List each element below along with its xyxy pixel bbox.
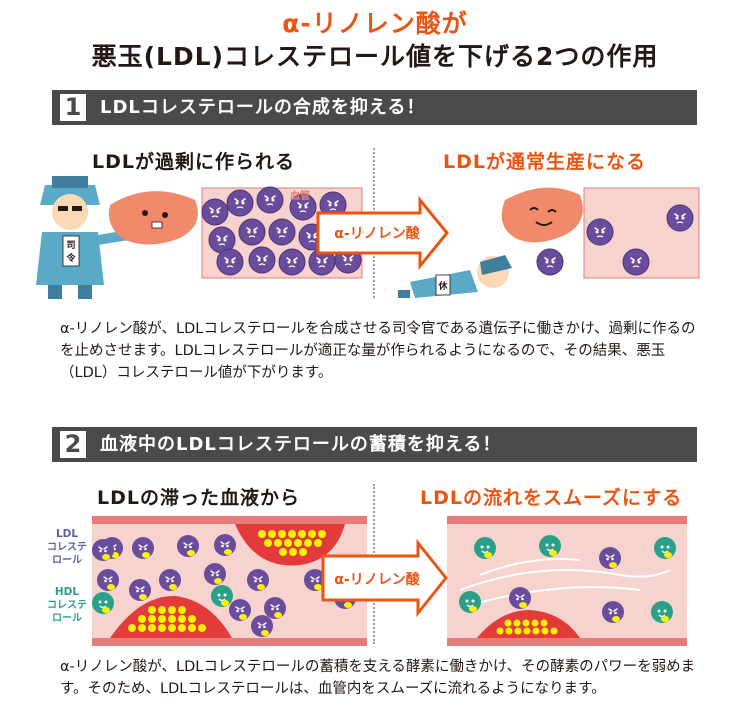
title-line-1: α-リノレン酸が (282, 9, 468, 38)
legend-ldl-icon (91, 538, 115, 562)
badge-rest: 休 (437, 280, 448, 292)
legend-ldl-line2: コレステ (47, 541, 87, 553)
vessel-right-1 (583, 187, 700, 279)
arrow-1 (316, 195, 449, 271)
section-1-number: 1 (60, 94, 86, 121)
section-2-left-caption: LDLの滞った血液から (97, 487, 300, 509)
vessel-left-1 (201, 187, 363, 279)
legend-hdl-line3: ロール (52, 613, 82, 624)
section-1-description: α-リノレン酸が、LDLコレステロールを合成させる司令官である遺伝子に働きかけ、… (60, 321, 696, 381)
particles-right-2 (458, 534, 677, 624)
badge-command-top: 司 (66, 240, 75, 251)
plaque-bottom-right-vessel (477, 610, 580, 638)
legend-ldl-line3: ロール (52, 555, 82, 566)
vessel-label: 血管 (290, 189, 310, 202)
legend-hdl-line2: コレステ (47, 599, 87, 611)
section-1-heading: LDLコレステロールの合成を抑える！ (100, 97, 426, 118)
resting-commander (398, 255, 512, 298)
legend-hdl-line1: HDL (55, 586, 80, 598)
arrow-2-label: α-リノレン酸 (334, 571, 420, 588)
section-1-left-caption: LDLが過剰に作られる (92, 151, 295, 173)
badge-command-bottom: 令 (65, 252, 76, 264)
plaque-top-left-vessel (235, 524, 345, 566)
section-2-divider (373, 484, 375, 644)
section-2-header: 2 血液中のLDLコレステロールの蓄積を抑える！ (52, 427, 697, 462)
particles-left-2 (96, 533, 357, 638)
commander-figure (36, 176, 133, 299)
liver-left (109, 191, 198, 245)
liver-right (501, 187, 583, 243)
section-2-right-caption: LDLの流れをスムーズにする (420, 487, 683, 509)
section-2-number: 2 (60, 431, 86, 458)
vessel-right-2 (447, 516, 687, 646)
legend-ldl-line1: LDL (56, 528, 78, 540)
vessel-left-2 (92, 516, 367, 646)
plaque-bottom-left-vessel (110, 595, 232, 638)
section-2-description: α-リノレン酸が、LDLコレステロールの蓄積を支える酵素に働きかけ、その酵素のパ… (60, 659, 696, 697)
legend-hdl-icon (91, 591, 115, 615)
arrow-1-label: α-リノレン酸 (334, 225, 420, 242)
title-line-2: 悪玉(LDL)コレステロール値を下げる2つの作用 (91, 42, 659, 71)
section-2-heading: 血液中のLDLコレステロールの蓄積を抑える！ (100, 434, 502, 455)
section-1-right-caption: LDLが通常生産になる (443, 151, 646, 173)
ldl-particles-right-1 (536, 204, 694, 276)
section-1-divider (373, 148, 375, 298)
flow-lines (459, 558, 671, 606)
arrow-2 (321, 538, 448, 618)
section-1-header: 1 LDLコレステロールの合成を抑える！ (52, 90, 697, 125)
ldl-particles-left-1 (201, 186, 362, 276)
